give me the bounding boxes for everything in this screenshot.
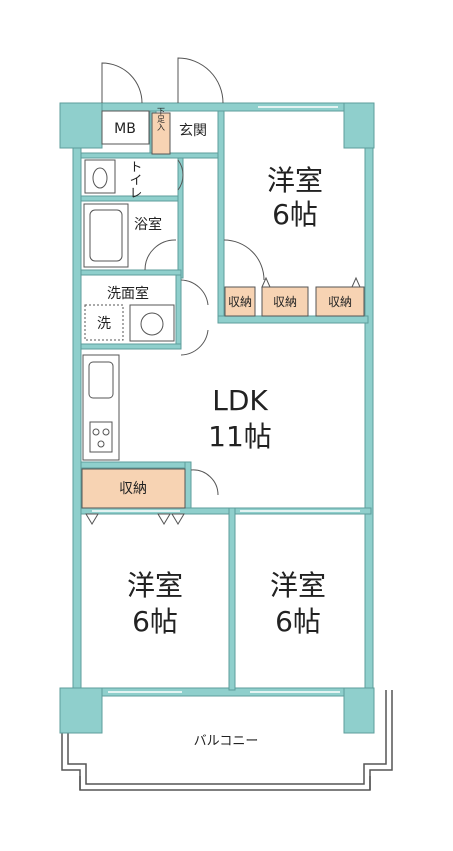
windows	[92, 106, 360, 693]
room-se-size: 6帖	[275, 605, 321, 638]
storage-2-label: 収納	[273, 295, 297, 309]
bathtub-fixture	[83, 203, 129, 268]
kitchen-counter	[82, 354, 120, 461]
room-sw-name: 洋室	[127, 569, 183, 602]
toilet-fixture	[84, 159, 116, 194]
washer-label: 洗	[97, 316, 111, 332]
storage-areas	[81, 112, 365, 509]
room-sw-size: 6帖	[132, 605, 178, 638]
storage-3-label: 収納	[328, 295, 352, 309]
washroom-fixtures	[84, 304, 175, 342]
washroom-label: 洗面室	[107, 285, 149, 302]
balcony-label: バルコニー	[194, 734, 259, 749]
room-ne-name: 洋室	[267, 164, 323, 197]
mb-label: MB	[114, 121, 136, 137]
doors	[85, 57, 361, 525]
ldk-size: 11帖	[208, 420, 272, 453]
shoe-storage-label: 下足入	[157, 107, 166, 131]
toilet-label: トイレ	[127, 160, 142, 199]
walls	[59, 102, 375, 734]
room-se-name: 洋室	[270, 569, 326, 602]
balcony-railing	[61, 690, 393, 791]
mb-box	[101, 110, 150, 145]
bath-label: 浴室	[134, 216, 162, 233]
storage-1-label: 収納	[228, 295, 252, 309]
entrance-label: 玄関	[179, 122, 207, 139]
room-ne-size: 6帖	[272, 198, 318, 231]
ldk-name: LDK	[212, 384, 268, 417]
storage-4-label: 収納	[119, 481, 147, 497]
